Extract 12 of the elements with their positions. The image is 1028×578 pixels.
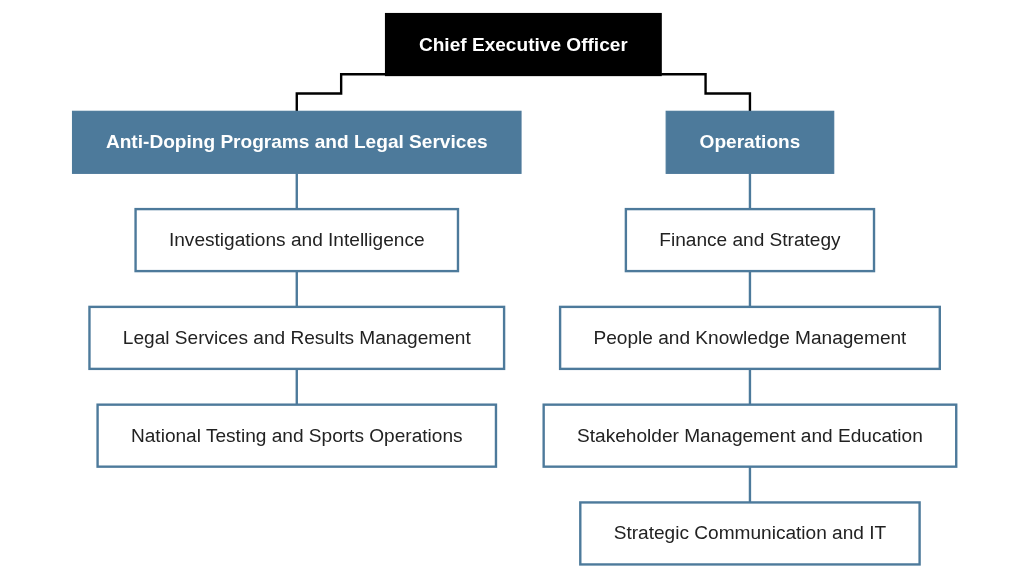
- node-box: Legal Services and Results Management: [87, 305, 505, 371]
- node-box: People and Knowledge Management: [558, 305, 941, 371]
- node-box: Stakeholder Management and Education: [542, 403, 958, 468]
- node-box: National Testing and Sports Operations: [96, 403, 497, 468]
- node-box: Finance and Strategy: [624, 207, 875, 273]
- node-box: Operations: [665, 110, 834, 174]
- connector: [295, 73, 386, 113]
- node-box: Anti-Doping Programs and Legal Services: [71, 110, 522, 174]
- node-box: Strategic Communication and IT: [578, 501, 921, 566]
- node-box: Chief Executive Officer: [384, 12, 662, 77]
- connector: [660, 73, 751, 113]
- node-box: Investigations and Intelligence: [134, 207, 459, 273]
